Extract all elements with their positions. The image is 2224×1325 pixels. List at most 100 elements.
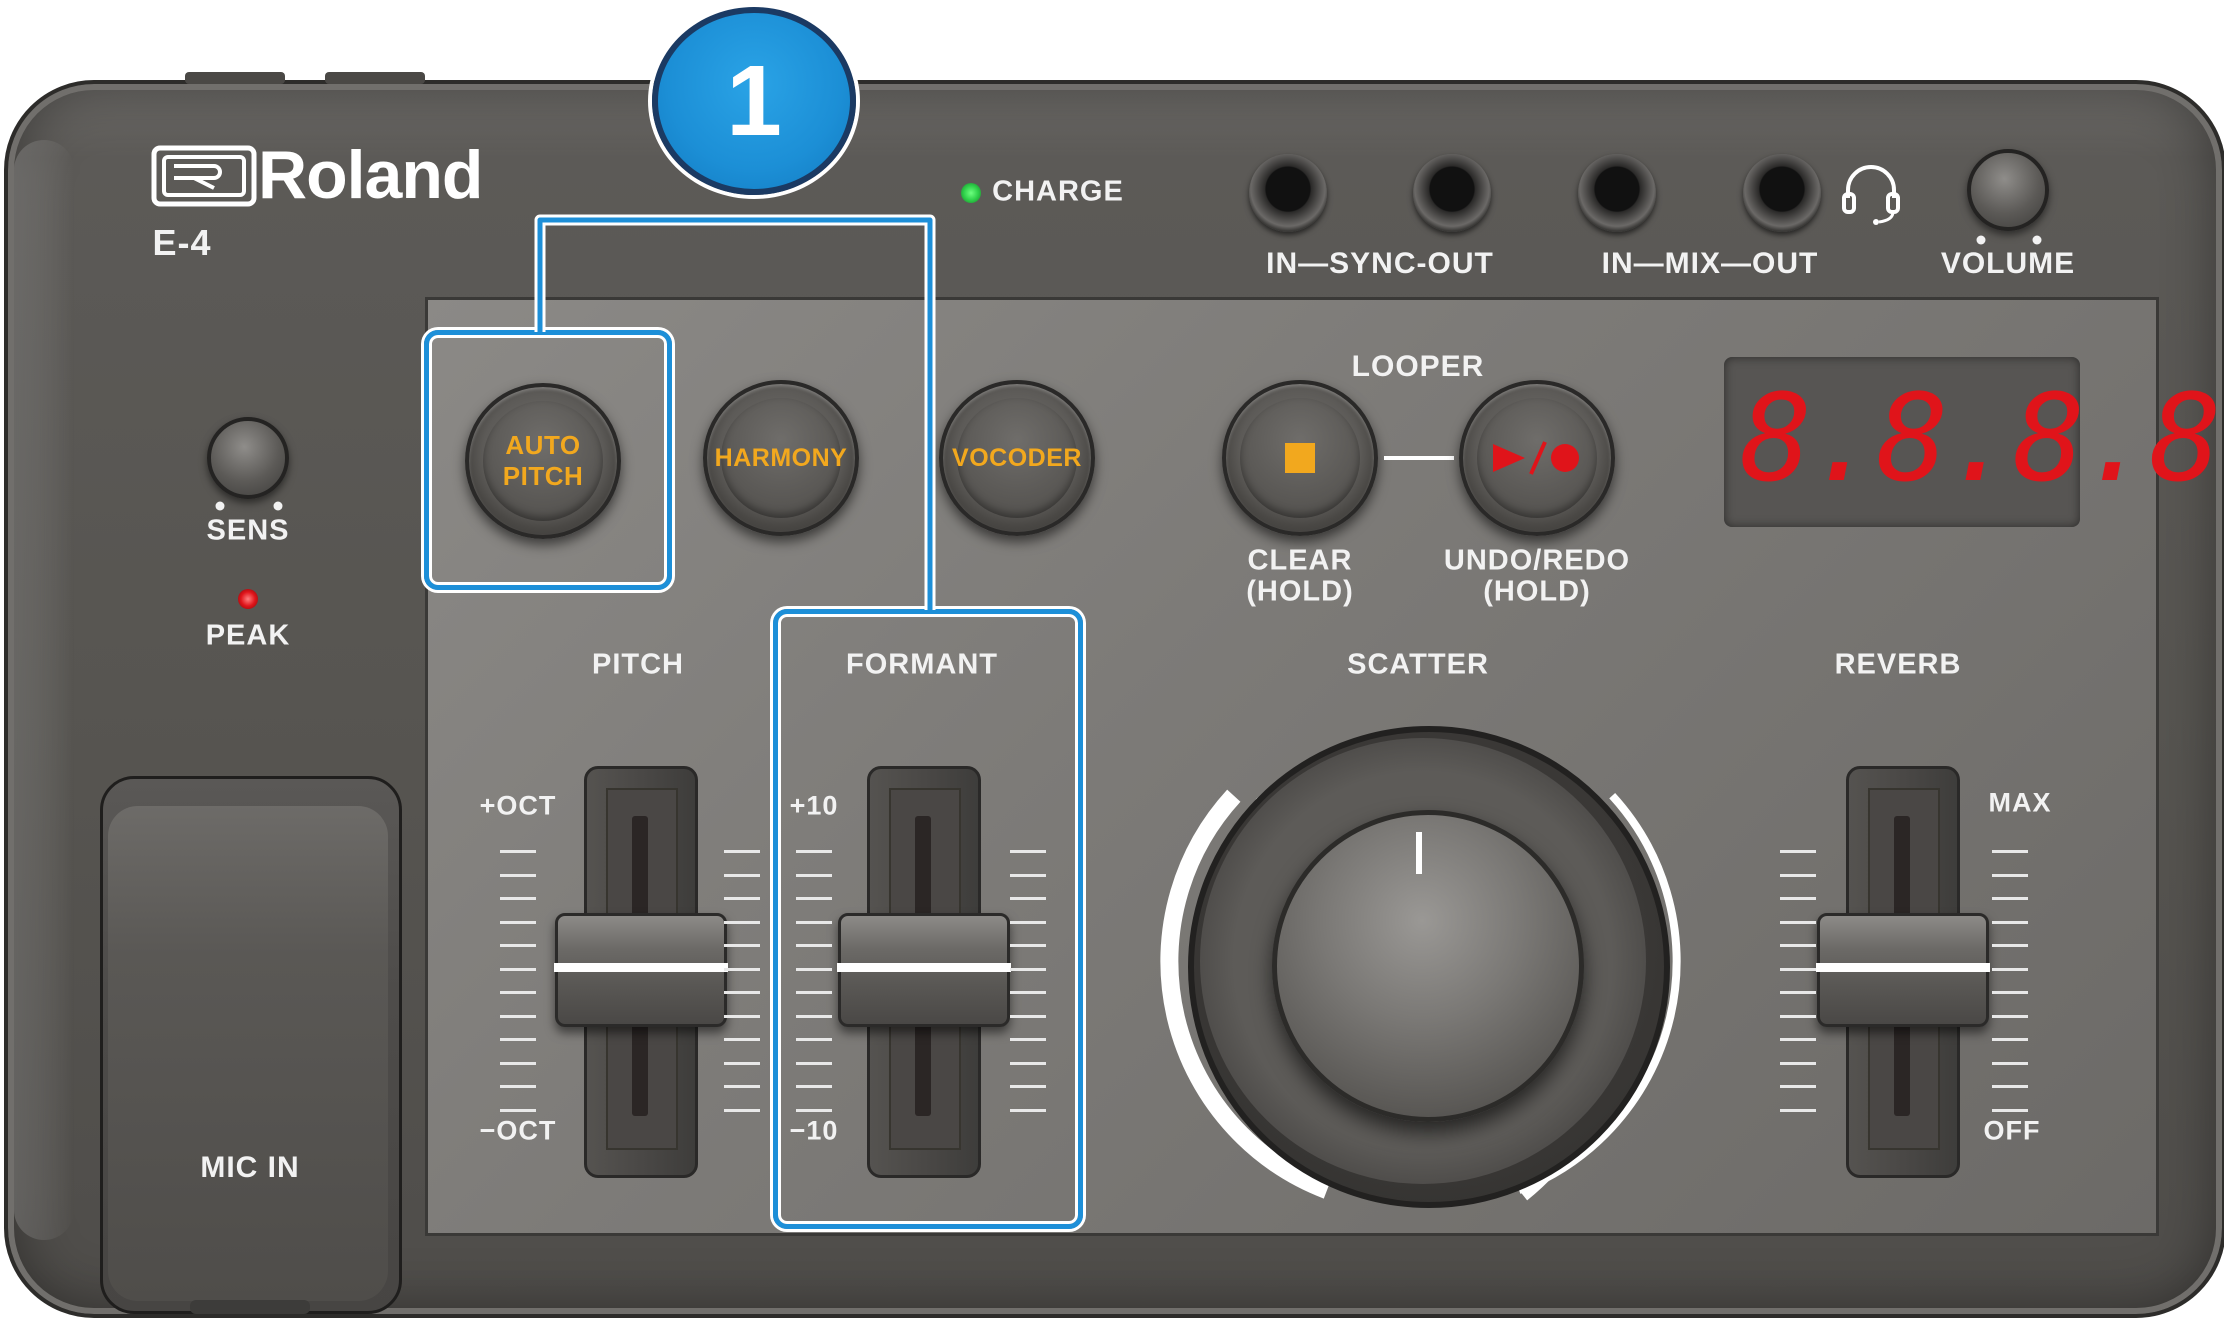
slider-tick [1780,873,1816,877]
scatter-knob-label: SCATTER [1347,648,1489,681]
device-edge-sheen [14,140,74,1240]
slider-tick [1992,873,2028,877]
volume-dot-max [2032,235,2042,245]
slider-tick [500,1014,536,1018]
slider-tick [1780,944,1816,947]
slider-tick [1010,944,1046,947]
led-display: 8.8.8.8. [1724,357,2224,527]
auto-pitch-button-label: AUTO PITCH [503,430,584,492]
slider-tick [1010,991,1046,994]
slider-tick [1780,1085,1816,1088]
slider-tick [500,920,536,924]
slider-tick [796,1061,832,1065]
slider-tick [1780,1061,1816,1065]
slider-tick [724,1038,760,1041]
slider-tick [500,944,536,947]
volume-dot-min [1976,235,1986,245]
formant-slider-cap[interactable] [837,913,1011,1027]
auto-pitch-label-line1: AUTO [505,430,581,460]
reverb-slider-cap[interactable] [1816,913,1990,1027]
slider-tick [796,1014,832,1018]
model-label: E-4 [152,222,212,263]
peak-label: PEAK [205,619,291,652]
clear-label-line2: (HOLD) [1246,575,1354,608]
scatter-knob-indicator [1416,832,1422,874]
slider-tick [1010,1014,1046,1018]
charge-label: CHARGE [992,175,1124,208]
step-badge: 1 [652,7,856,195]
slider-tick [1992,967,2028,971]
slider-tick [796,1085,832,1088]
roland-logo: Roland [150,137,510,213]
formant-slider-min-label: −10 [789,1115,839,1146]
auto-pitch-button[interactable]: AUTO PITCH [465,383,621,539]
pitch-slider-cap[interactable] [554,913,728,1027]
slider-tick [500,873,536,877]
harmony-button[interactable]: HARMONY [703,380,859,536]
slider-tick [796,944,832,947]
volume-knob[interactable] [1967,149,2049,231]
vocoder-button-label: VOCODER [952,443,1082,472]
vocoder-button[interactable]: VOCODER [939,380,1095,536]
slider-tick [500,1085,536,1088]
slider-tick [500,850,536,853]
slider-tick [724,991,760,994]
slider-tick [724,1061,760,1065]
scatter-knob[interactable] [1272,810,1584,1122]
brand-logo-text: Roland [258,137,483,213]
slider-tick [796,991,832,994]
mic-in-foot [190,1300,310,1314]
looper-clear-button[interactable] [1222,380,1378,536]
formant-slider-label: FORMANT [846,648,998,681]
slider-tick [1992,1061,2028,1065]
headphones-icon [1842,165,1900,225]
slider-tick [1780,920,1816,924]
reverb-slider-label: REVERB [1834,648,1962,681]
reverb-slider-min-label: OFF [1983,1115,2041,1146]
top-connector-tab [325,72,425,84]
slider-tick [500,1061,536,1065]
pitch-slider-min-label: −OCT [479,1115,557,1146]
sens-knob[interactable] [207,417,289,499]
slider-tick [1010,1061,1046,1065]
slider-tick [1010,1108,1046,1112]
charge-led [961,183,981,203]
roland-logo-mark-icon [151,145,257,207]
slider-tick [500,991,536,994]
top-connector-tab [185,72,285,84]
mix-in-jack[interactable] [1578,154,1656,232]
sens-dot-min [215,501,225,511]
slider-tick [796,1108,832,1112]
pitch-slider-indicator [554,963,728,972]
slider-tick [1992,991,2028,994]
sync-in-jack[interactable] [1249,154,1327,232]
slider-tick [796,897,832,900]
slider-tick [1010,1038,1046,1041]
slider-tick [724,850,760,853]
vocoder-button-face [957,398,1077,518]
reverb-slider-max-label: MAX [1988,787,2052,818]
mix-out-jack[interactable] [1743,154,1821,232]
slider-tick [500,967,536,971]
led-display-digits: 8.8.8.8. [1740,370,2224,509]
slider-tick [1780,967,1816,971]
slider-tick [1780,1108,1816,1112]
formant-slider-max-label: +10 [789,790,839,821]
slider-tick [1780,850,1816,853]
slider-tick [796,920,832,924]
slider-tick [1992,897,2028,900]
slider-tick [724,967,760,971]
harmony-button-label: HARMONY [714,443,848,472]
slider-tick [1780,1038,1816,1041]
play-record-icon [1493,441,1579,475]
volume-label: VOLUME [1940,247,2076,280]
slider-tick [1992,1085,2028,1088]
sync-jack-label: IN—SYNC-OUT [1266,247,1494,280]
sync-out-jack[interactable] [1413,154,1491,232]
mic-in-jack[interactable] [108,806,388,1301]
sens-dot-max [273,501,283,511]
slider-tick [724,944,760,947]
looper-undo-redo-button[interactable] [1459,380,1615,536]
slider-tick [724,1085,760,1088]
slider-tick [1010,850,1046,853]
